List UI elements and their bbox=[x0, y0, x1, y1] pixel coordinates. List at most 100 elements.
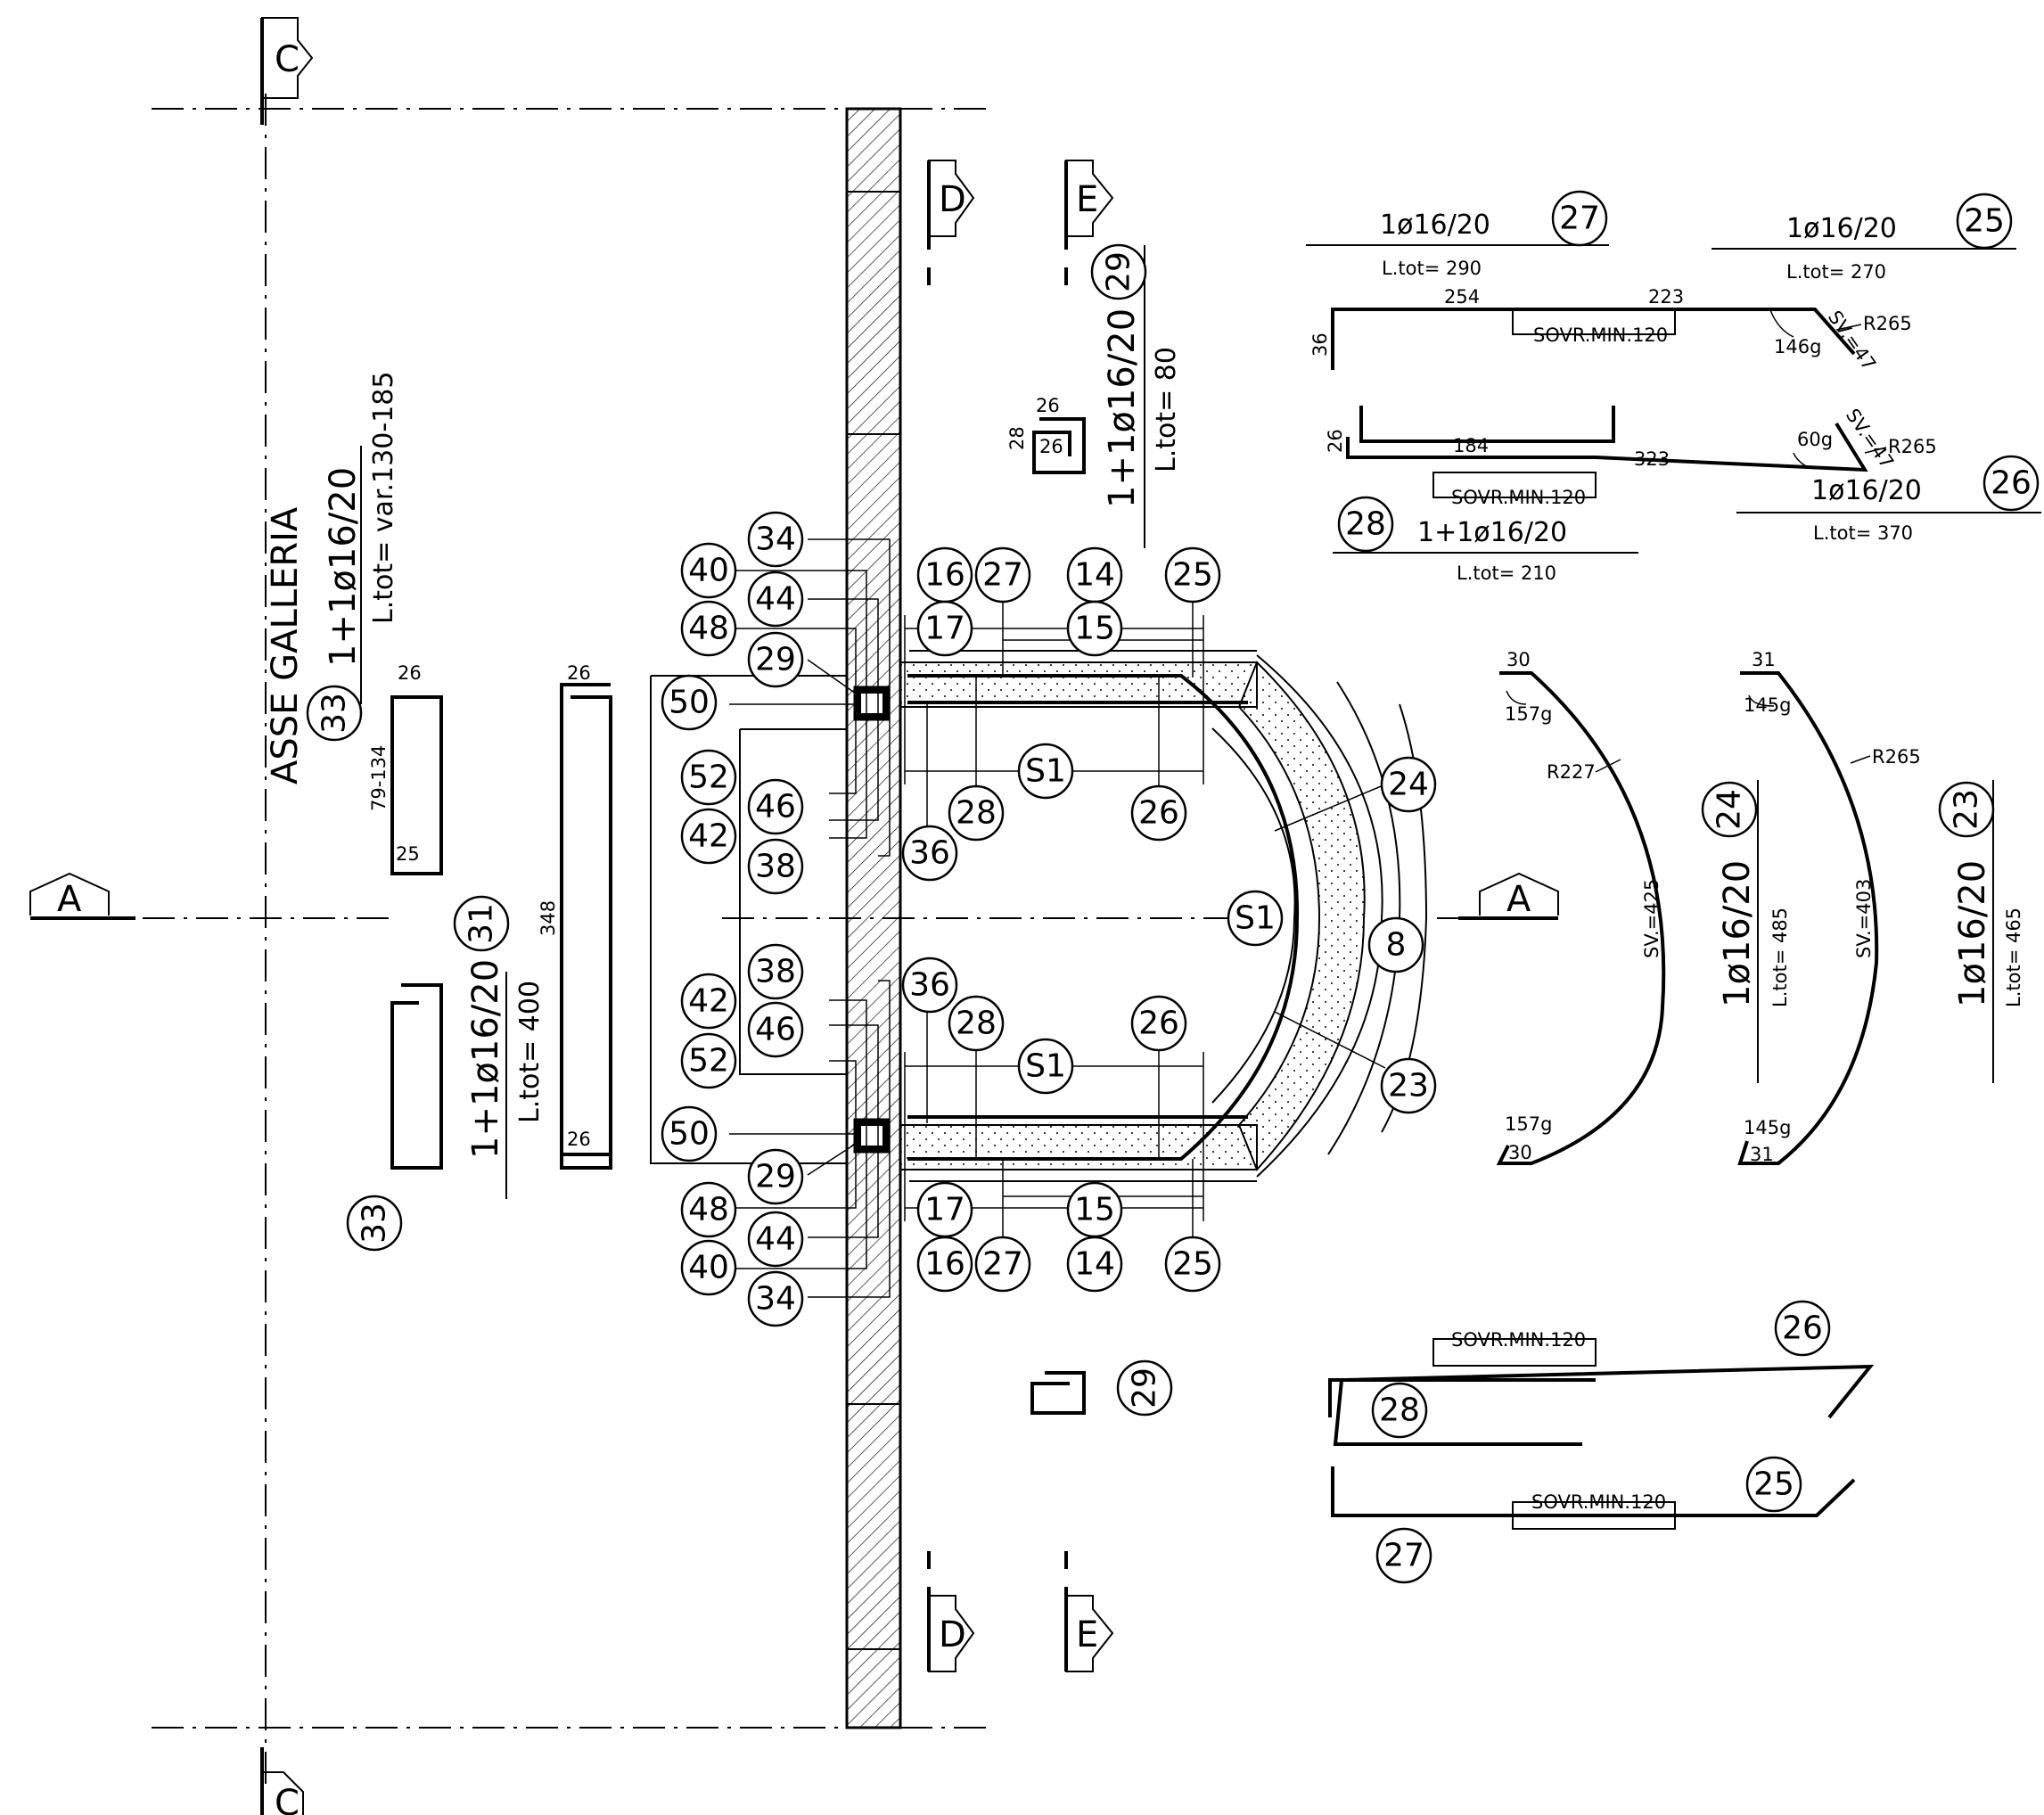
bar-28-length: L.tot= 210 bbox=[1457, 563, 1556, 584]
bar-24-shape: 30 157g R227 SV.=425 157g 30 bbox=[1496, 649, 1666, 1165]
svg-text:46: 46 bbox=[755, 789, 796, 825]
svg-text:31: 31 bbox=[464, 903, 500, 944]
svg-text:14: 14 bbox=[1074, 557, 1115, 594]
svg-text:40: 40 bbox=[688, 1250, 729, 1286]
bar-24-angle-bottom: 157g bbox=[1505, 1113, 1552, 1135]
bar-27-dim-a: 254 bbox=[1444, 286, 1480, 308]
bar-33-shape-upper: 26 79-134 25 bbox=[368, 662, 443, 875]
svg-text:40: 40 bbox=[688, 553, 729, 589]
bar-23-end-top: 31 bbox=[1752, 649, 1776, 670]
svg-text:29: 29 bbox=[755, 642, 796, 678]
bar-tag-t29a: 29 bbox=[747, 631, 804, 688]
bar-29-dim-top: 26 bbox=[1036, 395, 1060, 416]
bar-26-annotation: 1ø16/20 L.tot= 370 bbox=[1736, 475, 2041, 544]
bar-29-tag: 29 bbox=[1090, 243, 1147, 300]
bar-27-tag: 27 bbox=[1551, 190, 1608, 247]
bar-27-lap: SOVR.MIN.120 bbox=[1533, 324, 1668, 346]
bar-24-annotation: 1ø16/20 L.tot= 485 bbox=[1717, 780, 1791, 1083]
lap-tag-27: 27 bbox=[1375, 1527, 1432, 1584]
section-label: C bbox=[275, 1783, 300, 1815]
bar-tag-t46a: 46 bbox=[747, 778, 804, 835]
bar-tag-t40a: 40 bbox=[680, 542, 737, 599]
bar-24-end-bottom: 30 bbox=[1508, 1142, 1532, 1163]
bar-28-tag: 28 bbox=[1337, 496, 1394, 553]
svg-text:25: 25 bbox=[1172, 1246, 1213, 1283]
bar-24-formula: 1ø16/20 bbox=[1717, 860, 1758, 1007]
svg-text:52: 52 bbox=[688, 760, 729, 796]
svg-text:29: 29 bbox=[755, 1159, 796, 1195]
bar-33-dim-top: 26 bbox=[398, 662, 422, 684]
bar-33-dim-side: 79-134 bbox=[368, 745, 390, 811]
bar-29-tag-lower: 29 bbox=[1116, 1359, 1173, 1417]
bar-tag-t27b: 27 bbox=[974, 1236, 1031, 1293]
bar-tag-t17a: 17 bbox=[916, 600, 973, 657]
svg-text:34: 34 bbox=[755, 1281, 796, 1318]
svg-text:16: 16 bbox=[924, 557, 965, 594]
svg-text:29: 29 bbox=[1127, 1367, 1163, 1408]
svg-text:25: 25 bbox=[1964, 203, 2005, 240]
bar-28-26-shape: 26 184 SOVR.MIN.120 323 60g SV.=47 R265 bbox=[1325, 405, 1937, 508]
bar-tag-t25a: 25 bbox=[1164, 546, 1221, 604]
svg-text:S1: S1 bbox=[1025, 753, 1066, 790]
bar-24-length: L.tot= 485 bbox=[1769, 908, 1791, 1007]
bar-tag-t44a: 44 bbox=[747, 571, 804, 628]
svg-text:42: 42 bbox=[688, 983, 729, 1020]
bar-26-angle: 60g bbox=[1797, 429, 1833, 450]
svg-text:44: 44 bbox=[755, 1221, 796, 1258]
bar-tag-t48a: 48 bbox=[680, 600, 737, 657]
lap-tag-25: 25 bbox=[1745, 1456, 1802, 1513]
bar-28-annotation: 1+1ø16/20 L.tot= 210 bbox=[1333, 517, 1638, 584]
bar-23-end-bottom: 31 bbox=[1750, 1144, 1774, 1165]
svg-text:S1: S1 bbox=[1235, 900, 1276, 937]
bar-31-dim-bottom: 26 bbox=[567, 1129, 591, 1150]
svg-text:38: 38 bbox=[755, 849, 796, 885]
bar-tag-t28b: 28 bbox=[948, 995, 1005, 1052]
lap-detail-lap-top: SOVR.MIN.120 bbox=[1451, 1329, 1586, 1351]
bar-31-annotation: 1+1ø16/20 L.tot= 400 bbox=[465, 959, 546, 1199]
section-marker-d-top: D bbox=[927, 160, 975, 285]
bar-tag-t38b: 38 bbox=[747, 943, 804, 1000]
svg-text:25: 25 bbox=[1172, 557, 1213, 594]
axis-title: ASSE GALLERIA bbox=[265, 506, 306, 784]
bar-26-length: L.tot= 370 bbox=[1813, 522, 1913, 544]
bar-33-tag: 33 bbox=[306, 685, 363, 742]
svg-text:25: 25 bbox=[1753, 1466, 1794, 1503]
svg-text:S1: S1 bbox=[1025, 1048, 1066, 1085]
svg-text:8: 8 bbox=[1386, 927, 1407, 964]
bar-29-dim-inner: 26 bbox=[1039, 436, 1063, 457]
bar-33-tag-lower: 33 bbox=[346, 1195, 403, 1252]
bar-26-radius: R265 bbox=[1888, 436, 1937, 457]
svg-text:24: 24 bbox=[1388, 767, 1429, 803]
section-marker-e-top: E bbox=[1064, 160, 1114, 285]
bar-tag-t17b: 17 bbox=[916, 1181, 973, 1238]
svg-text:27: 27 bbox=[1383, 1538, 1424, 1574]
section-label: E bbox=[1076, 179, 1098, 220]
bar-tag-t46b: 46 bbox=[747, 1001, 804, 1058]
svg-text:28: 28 bbox=[956, 795, 997, 832]
svg-text:15: 15 bbox=[1074, 611, 1115, 647]
svg-text:26: 26 bbox=[1138, 795, 1179, 832]
bar-24-angle-top: 157g bbox=[1505, 703, 1552, 725]
svg-text:44: 44 bbox=[755, 581, 796, 618]
bar-27-25-shape: 36 254 223 SOVR.MIN.120 146g SV.=47 R265 bbox=[1309, 286, 1912, 374]
section-marker-a-left: A bbox=[29, 872, 135, 920]
lap-detail-tags: 26 28 25 27 bbox=[1371, 1300, 1831, 1584]
bar-tag-t14a: 14 bbox=[1066, 546, 1123, 604]
bar-27-annotation: 1ø16/20 L.tot= 290 bbox=[1306, 209, 1609, 279]
section-label: C bbox=[275, 39, 300, 80]
bar-29-shape-upper: 26 28 26 bbox=[1006, 395, 1086, 474]
bar-27-length: L.tot= 290 bbox=[1382, 258, 1482, 279]
bar-31-shape: 26 348 26 bbox=[538, 662, 612, 1170]
svg-text:28: 28 bbox=[1345, 506, 1386, 543]
bar-27-dim-b: 223 bbox=[1648, 286, 1684, 308]
bar-tag-t48b: 48 bbox=[680, 1181, 737, 1238]
bar-tag-t8: 8 bbox=[1367, 916, 1424, 973]
svg-text:17: 17 bbox=[924, 611, 965, 647]
bar-31-formula: 1+1ø16/20 bbox=[465, 959, 506, 1159]
bar-tag-t34a: 34 bbox=[747, 511, 804, 568]
bar-23-shape: 31 145g R265 SV.=403 145g 31 bbox=[1737, 649, 1921, 1165]
svg-text:33: 33 bbox=[357, 1203, 393, 1244]
bar-tag-t52b: 52 bbox=[680, 1032, 737, 1089]
